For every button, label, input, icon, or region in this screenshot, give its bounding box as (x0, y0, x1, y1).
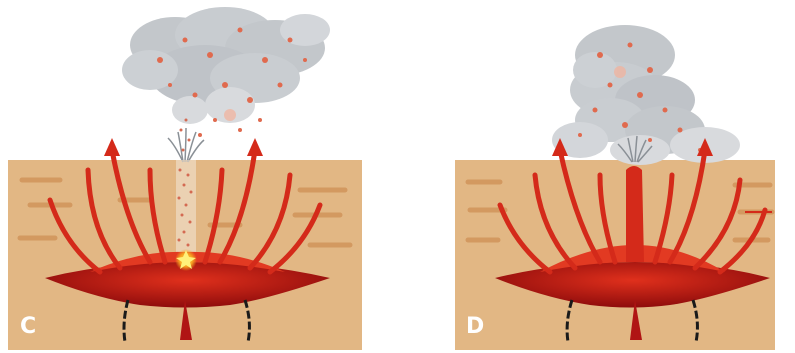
panel-d: D (455, 25, 775, 350)
panel-c: C (8, 7, 362, 350)
dike-arrowheads-c (104, 138, 263, 156)
central-conduit-d (626, 166, 644, 262)
ash-cloud-c (122, 7, 330, 124)
vent-spray-c (168, 128, 204, 162)
panel-label-d: D (466, 314, 484, 339)
panel-label-c: C (20, 314, 36, 339)
ash-cloud-d (552, 25, 740, 165)
